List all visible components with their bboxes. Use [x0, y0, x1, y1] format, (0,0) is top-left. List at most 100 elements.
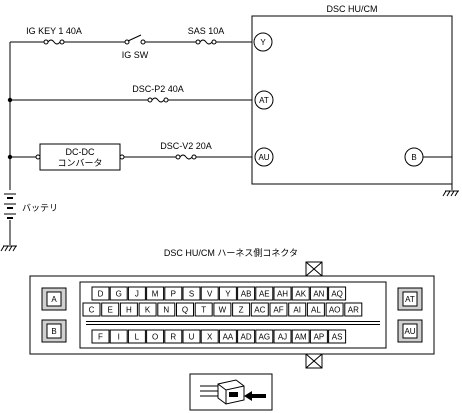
pin-label: AI — [293, 306, 301, 315]
pin-label: C — [89, 306, 95, 315]
pin-cell: Z — [232, 302, 251, 317]
converter-line1: DC-DC — [66, 147, 95, 157]
battery-label: バッテリ — [22, 203, 58, 213]
pin-cell: AG — [255, 329, 274, 344]
ground-symbol — [0, 245, 17, 252]
pin-label: P — [171, 290, 176, 299]
connector-dot — [119, 154, 125, 160]
pin-cell: W — [213, 302, 232, 317]
pin-cell: L — [127, 329, 146, 344]
module-title: DSC HU/CM — [327, 4, 378, 14]
connector-body-inner — [79, 281, 387, 349]
pin-label: T — [201, 306, 206, 315]
pin-label: K — [145, 306, 151, 315]
pin-cell: I — [109, 329, 128, 344]
terminal-y — [253, 32, 273, 52]
pin-cell: AC — [250, 302, 269, 317]
fuse-label-dsc-p2: DSC-P2 40A — [132, 84, 184, 94]
pin-label: AN — [313, 290, 324, 299]
converter-line2: コンバータ — [57, 158, 102, 168]
pin-label: E — [108, 306, 113, 315]
latch-tab-bottom — [305, 353, 323, 369]
pin-label: W — [219, 306, 227, 315]
pin-label: V — [207, 290, 213, 299]
connector-title: DSC HU/CM ハーネス側コネクタ — [164, 247, 298, 258]
pin-cell: AM — [291, 329, 310, 344]
pin-cell: AK — [291, 286, 310, 301]
pin-label: AL — [311, 306, 321, 315]
pin-cell: AJ — [273, 329, 292, 344]
pin-label: AJ — [278, 333, 287, 342]
pin-label: AA — [223, 333, 234, 342]
pin-label: M — [152, 290, 159, 299]
pin-cell: AF — [269, 302, 288, 317]
pin-cell: G — [109, 286, 128, 301]
pin-label: AM — [295, 333, 307, 342]
pin-label: N — [163, 306, 169, 315]
pin-cell: K — [138, 302, 157, 317]
pin-cell: V — [200, 286, 219, 301]
pin-cell: R — [164, 329, 183, 344]
pin-cell: AQ — [328, 286, 347, 301]
pin-label: AS — [332, 333, 343, 342]
pin-cell: M — [146, 286, 165, 301]
pin-label: Q — [182, 306, 188, 315]
latch-tab-top — [305, 261, 323, 277]
pin-cell: F — [91, 329, 110, 344]
pin-cell: Y — [218, 286, 237, 301]
side-pin-a: A — [41, 287, 67, 311]
side-pin-at: AT — [397, 287, 423, 311]
svg-text:AU: AU — [404, 327, 415, 336]
fuse-symbol — [195, 39, 217, 45]
fuse-symbol — [175, 154, 197, 160]
pin-label: S — [189, 290, 194, 299]
battery-symbol — [4, 190, 16, 220]
pin-cell: AE — [255, 286, 274, 301]
pin-cell: AA — [218, 329, 237, 344]
pin-label: Z — [239, 306, 244, 315]
pin-label: O — [152, 333, 158, 342]
pin-label: AP — [314, 333, 325, 342]
pin-cell: AD — [237, 329, 256, 344]
pin-cell: J — [127, 286, 146, 301]
connector-plug-icon — [200, 379, 245, 405]
pin-label: AC — [254, 306, 265, 315]
pin-cell: AB — [237, 286, 256, 301]
pin-label: J — [135, 290, 139, 299]
pin-label: AE — [259, 290, 270, 299]
pin-label: AF — [273, 306, 283, 315]
pin-label: AK — [295, 290, 306, 299]
pin-cell: H — [119, 302, 138, 317]
pin-label: AD — [241, 333, 252, 342]
pin-label: AB — [241, 290, 252, 299]
pin-cell: U — [182, 329, 201, 344]
fuse-symbol — [43, 39, 65, 45]
pin-label: AO — [329, 306, 341, 315]
fuse-symbol — [147, 97, 169, 103]
pin-cell: S — [182, 286, 201, 301]
pin-label: H — [126, 306, 132, 315]
pin-cell: T — [194, 302, 213, 317]
fuse-label-sas: SAS 10A — [188, 26, 225, 36]
pin-cell: E — [101, 302, 120, 317]
pin-label: AH — [277, 290, 288, 299]
view-direction-arrow-icon — [244, 391, 266, 401]
view-icon-frame — [189, 373, 273, 411]
terminal-at-label: AT — [259, 96, 269, 105]
terminal-au — [254, 147, 274, 167]
pin-label: AG — [259, 333, 271, 342]
pin-cell: AI — [288, 302, 307, 317]
pin-label: R — [170, 333, 176, 342]
pin-cell: AS — [328, 329, 347, 344]
connector-dot — [35, 154, 41, 160]
pin-cell: O — [146, 329, 165, 344]
terminal-b-label: B — [411, 153, 416, 162]
pin-cell: P — [164, 286, 183, 301]
pin-cell: AL — [306, 302, 325, 317]
terminal-au-label: AU — [258, 153, 269, 162]
pin-cell: AP — [309, 329, 328, 344]
pin-label: F — [98, 333, 103, 342]
